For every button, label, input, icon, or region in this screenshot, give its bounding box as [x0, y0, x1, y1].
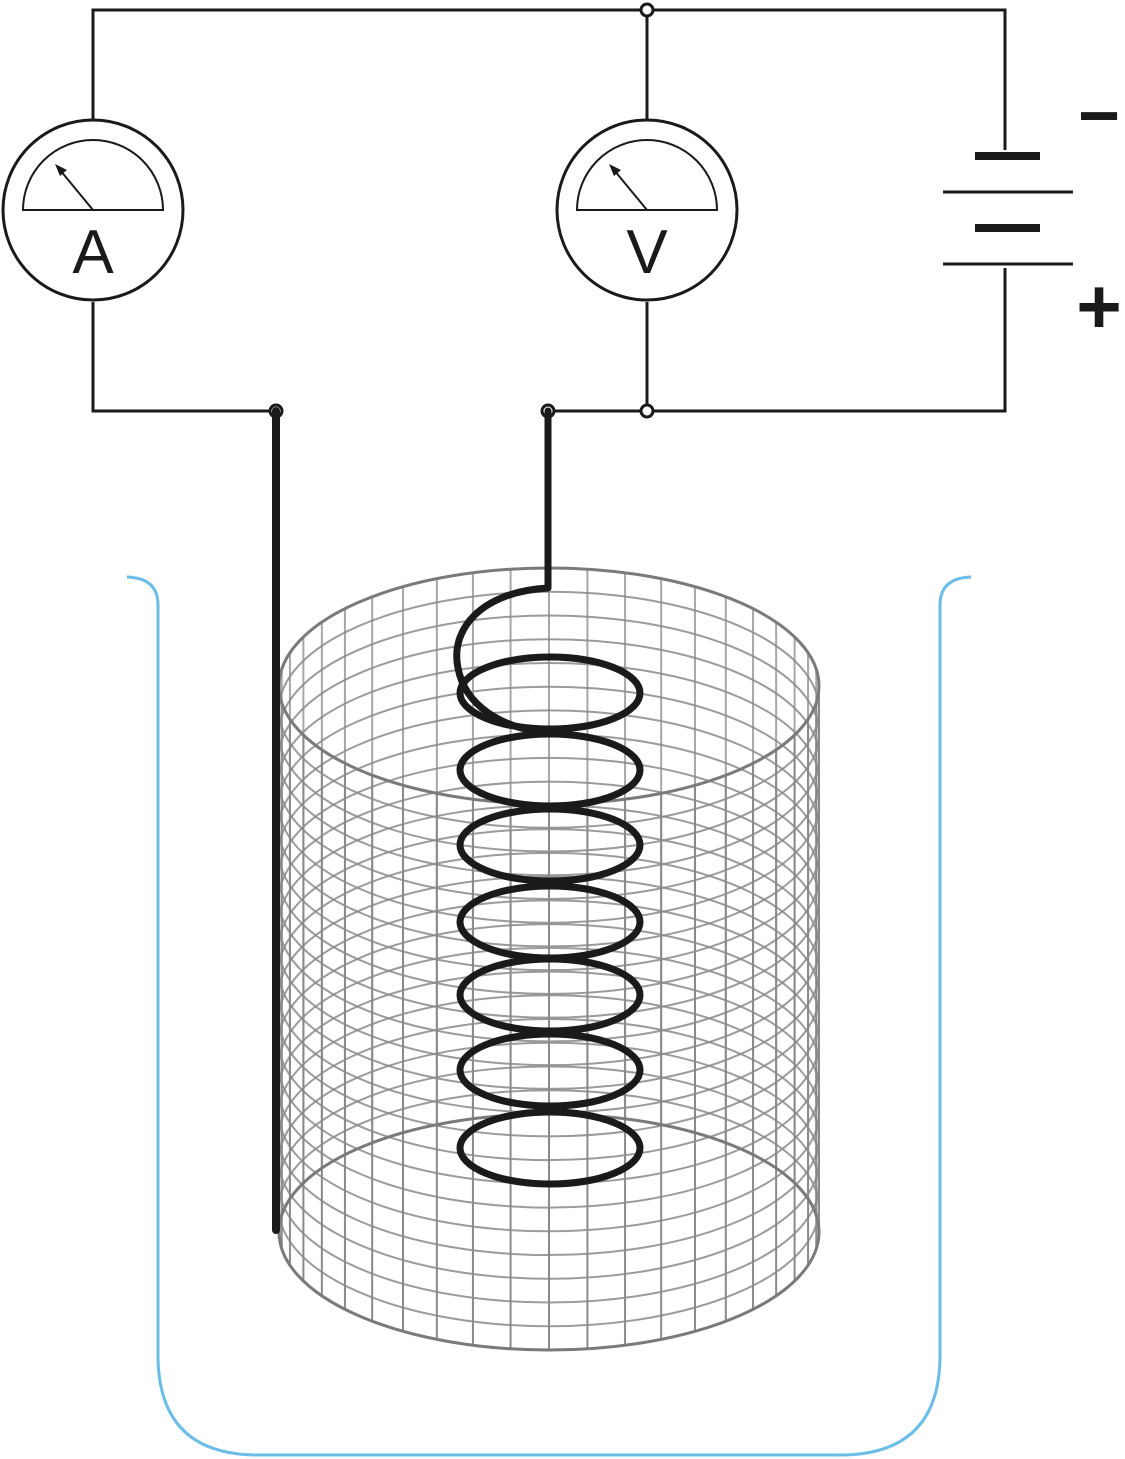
circuit-wires [91, 8, 1007, 413]
coil-turn [456, 955, 644, 1035]
coil-turn [456, 730, 644, 810]
junction-top [639, 2, 655, 18]
coil-turn [456, 1108, 644, 1188]
battery-bottom-wire [548, 268, 1007, 413]
ammeter-dial [21, 139, 165, 211]
voltmeter-needle [613, 169, 648, 211]
battery-icon [943, 152, 1073, 266]
ammeter-needle [59, 169, 94, 211]
beaker [126, 575, 972, 1457]
coil-turn [456, 882, 644, 962]
battery-positive-sign: + [1076, 262, 1122, 350]
ammeter-needle-tip [55, 164, 67, 176]
coil-electrode [453, 407, 644, 1188]
ammeter-bottom-lead [91, 302, 276, 413]
ammeter-label: A [72, 218, 114, 287]
voltmeter-icon: V [555, 118, 739, 302]
coil-turn [456, 653, 644, 733]
battery-negative-sign: − [1078, 76, 1120, 156]
voltmeter-dial [575, 139, 719, 211]
coil-turn [456, 1030, 644, 1110]
top-wire [91, 8, 1007, 150]
voltmeter-needle-tip [609, 164, 621, 176]
coil-turn [456, 805, 644, 885]
ammeter-icon: A [1, 118, 185, 302]
junction-bottom [639, 403, 655, 419]
voltmeter-label: V [626, 218, 668, 287]
